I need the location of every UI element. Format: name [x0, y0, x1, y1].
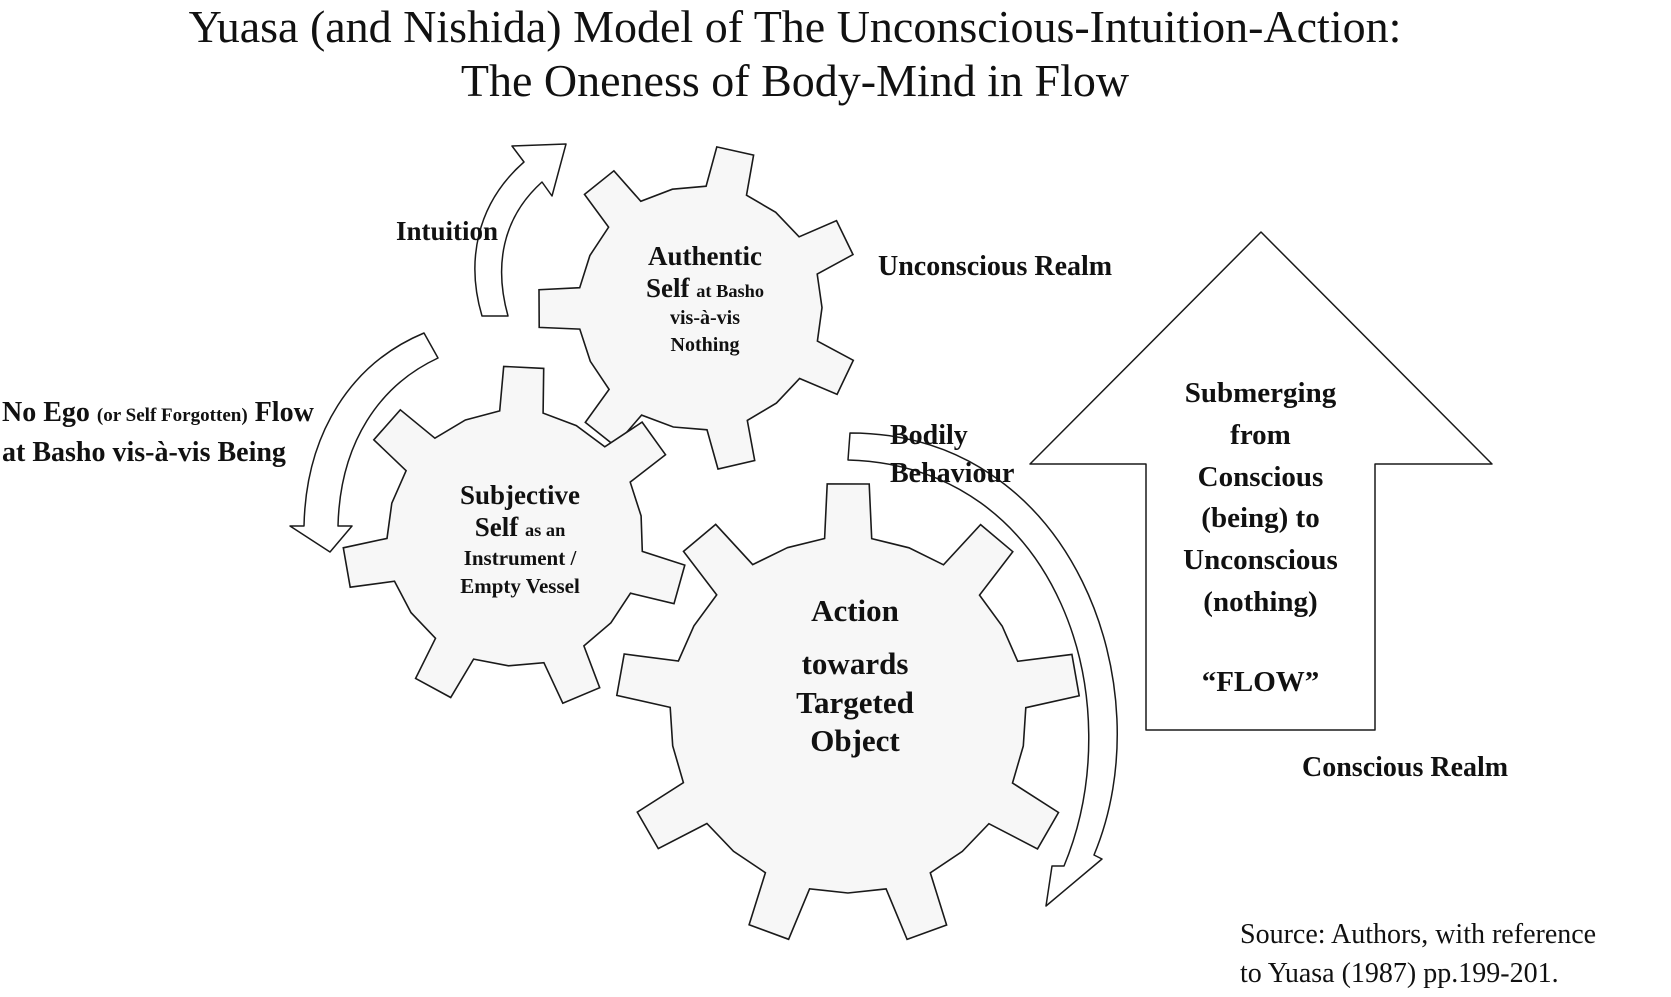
action-line-4: Object [810, 723, 900, 759]
conscious-realm-label: Conscious Realm [1302, 752, 1509, 783]
authentic-self-line-1: Authentic [648, 241, 762, 271]
bodily-behaviour-line-2: Behaviour [890, 457, 1015, 489]
submerging-line-4: (being) to [1201, 502, 1320, 535]
intuition-curved-arrow [474, 143, 567, 317]
submerging-text: Submerging from Conscious (being) to Unc… [1146, 373, 1375, 703]
authentic-self-qualifier: at Basho [696, 280, 765, 301]
subjective-self-line-3: Instrument / [463, 545, 577, 570]
authentic-self-label: Authentic Self at Basho vis-à-vis Nothin… [600, 241, 810, 359]
source-note: Source: Authors, with reference to Yuasa… [1240, 916, 1596, 993]
no-ego-line-1: No Ego (or Self Forgotten) Flow [2, 393, 314, 433]
authentic-self-gear [538, 145, 855, 470]
action-line-3: Targeted [796, 684, 914, 720]
action-line-2: towards [801, 645, 909, 681]
bodily-behaviour-label: Bodily Behaviour [890, 417, 1014, 493]
no-ego-flow-word: Flow [254, 397, 314, 428]
authentic-self-line-3: vis-à-vis [670, 306, 740, 329]
subjective-self-qualifier: as an [524, 519, 566, 540]
source-line-1: Source: Authors, with reference [1240, 919, 1597, 950]
submerging-line-3: Conscious [1197, 460, 1324, 493]
no-ego-word: No Ego [2, 397, 90, 428]
subjective-self-line-4: Empty Vessel [460, 574, 580, 599]
bodily-behaviour-line-1: Bodily [890, 420, 968, 451]
subjective-self-word: Self [474, 511, 519, 542]
submerging-line-2: from [1230, 418, 1291, 451]
submerging-up-arrow [1029, 231, 1493, 731]
subjective-self-label: Subjective Self as an Instrument / Empty… [410, 480, 630, 600]
no-ego-label: No Ego (or Self Forgotten) Flow at Basho… [2, 393, 314, 473]
no-ego-qualifier: (or Self Forgotten) [96, 405, 248, 426]
submerging-line-5: Unconscious [1183, 544, 1338, 576]
subjective-self-line-1: Subjective [460, 480, 580, 510]
submerging-line-1: Submerging [1184, 377, 1337, 409]
subjective-self-gear [342, 365, 686, 705]
subjective-self-line-2: Self as an [410, 512, 630, 544]
title-line-2: The Oneness of Body-Mind in Flow [460, 55, 1130, 106]
action-line-1: Action [811, 593, 899, 628]
submerging-line-6: (nothing) [1203, 585, 1318, 618]
gear-layer [342, 145, 1081, 941]
flow-label: “FLOW” [1201, 665, 1320, 698]
source-line-2: to Yuasa (1987) pp.199-201. [1240, 957, 1559, 989]
intuition-label: Intuition [396, 216, 499, 246]
bodily-behaviour-curved-arrow [847, 432, 1118, 907]
unconscious-realm-label: Unconscious Realm [878, 251, 1113, 282]
authentic-self-line-2: Self at Basho [600, 273, 810, 305]
action-gear-label: Action towards Targeted Object [735, 592, 975, 761]
no-ego-line-2: at Basho vis-à-vis Being [2, 436, 286, 468]
no-ego-curved-arrow [289, 332, 439, 553]
action-gear [615, 483, 1081, 941]
authentic-self-word: Self [645, 272, 690, 303]
authentic-self-line-4: Nothing [670, 333, 740, 356]
title-line-1: Yuasa (and Nishida) Model of The Unconsc… [188, 1, 1402, 52]
